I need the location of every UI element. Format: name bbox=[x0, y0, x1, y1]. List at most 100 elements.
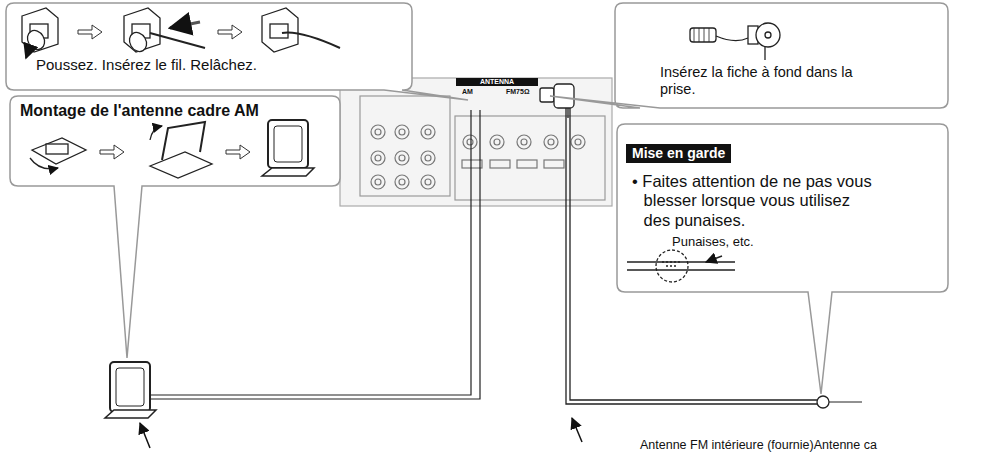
loop-assembly-icon bbox=[30, 138, 86, 169]
fm-cable-part bbox=[817, 396, 829, 408]
caution-callout: Mise en garde• Faites attention de ne pa… bbox=[620, 128, 944, 288]
fm-plug-icon bbox=[690, 23, 780, 60]
fm-plug-icon-part bbox=[716, 36, 748, 41]
pointer-arrow bbox=[572, 418, 582, 442]
receiver-panel-part-part bbox=[399, 155, 405, 161]
am-loop-antenna bbox=[105, 362, 156, 418]
terminal-icon-part bbox=[282, 33, 340, 48]
receiver-panel-part bbox=[371, 125, 585, 189]
thumbtack-icon-part bbox=[706, 256, 722, 262]
callout-bubble-part bbox=[617, 124, 948, 394]
step-arrow bbox=[100, 145, 124, 159]
terminal-label: FM75Ω bbox=[506, 88, 538, 96]
receiver-panel-part-part bbox=[425, 129, 431, 135]
terminal-icon-part bbox=[270, 24, 288, 38]
receiver-panel-part-part bbox=[490, 160, 510, 168]
fm-plug-icon-part bbox=[756, 23, 780, 47]
terminal-icon-part bbox=[24, 27, 48, 52]
callout-bubble-part bbox=[6, 3, 468, 100]
receiver-panel-part-part bbox=[371, 151, 385, 165]
loop-assembly-icon bbox=[150, 122, 212, 178]
receiver-panel-part-part bbox=[517, 135, 531, 149]
receiver-panel-part-part bbox=[399, 179, 405, 185]
receiver-panel-part-part bbox=[371, 175, 385, 189]
receiver-panel-part-part bbox=[395, 125, 409, 139]
terminal-icon-part bbox=[262, 8, 298, 52]
receiver-panel-part-part bbox=[395, 151, 409, 165]
receiver-panel-part-part bbox=[375, 129, 381, 135]
caution-heading: Mise en garde bbox=[626, 144, 731, 163]
terminal-icon-part bbox=[150, 33, 205, 48]
callout-bubble-part bbox=[10, 96, 340, 358]
receiver-panel-part bbox=[340, 78, 612, 206]
fm-plug-icon-part bbox=[764, 47, 765, 60]
receiver-panel-part-part bbox=[548, 139, 554, 145]
callout-box: Insérez la fiche à fond dans la prise. bbox=[620, 60, 940, 104]
fm-plug-part bbox=[540, 88, 554, 102]
receiver-panel-part bbox=[360, 96, 450, 196]
instruction-text: Poussez. Insérez le fil. Relâchez. bbox=[36, 56, 396, 74]
terminal-icon-part bbox=[126, 29, 150, 54]
thumbtack-icon-part bbox=[627, 262, 735, 270]
fm-plug-icon-part bbox=[765, 32, 771, 38]
receiver-panel-part-part bbox=[421, 175, 435, 189]
fm-plug-part bbox=[567, 108, 568, 118]
thumbtack-icon-part bbox=[662, 262, 682, 266]
receiver-panel-part-part bbox=[462, 160, 482, 168]
callout-box: Montage de l'antenne cadre AM bbox=[14, 100, 336, 122]
receiver-panel-part-part bbox=[425, 155, 431, 161]
terminal-icon-part bbox=[26, 47, 30, 58]
am-loop-antenna-part bbox=[116, 368, 144, 406]
fm-plug-icon-part bbox=[690, 28, 716, 42]
loop-assembly-icon-part bbox=[274, 126, 302, 162]
fm-plug-icon-part bbox=[694, 28, 709, 42]
fm-plug bbox=[540, 84, 574, 118]
receiver-panel-part-part bbox=[375, 179, 381, 185]
fm-cable-part bbox=[829, 402, 862, 403]
panel-label: ANTENNA bbox=[456, 78, 538, 86]
receiver-panel-part-part bbox=[425, 179, 431, 185]
callout-bubble-part bbox=[550, 3, 948, 108]
receiver-panel-part-part bbox=[421, 151, 435, 165]
am-loop-antenna-part bbox=[110, 362, 150, 412]
loop-assembly-icon-part bbox=[268, 120, 308, 168]
receiver-panel-part-part bbox=[399, 129, 405, 135]
receiver-panel-part bbox=[455, 116, 605, 200]
receiver-panel-part-part bbox=[494, 139, 500, 145]
loop-assembly-icon-part bbox=[150, 126, 162, 140]
loop-assembly-icon-part bbox=[162, 122, 205, 160]
pointer-arrow bbox=[140, 423, 150, 448]
terminal-icon bbox=[124, 8, 205, 55]
step-arrow bbox=[78, 25, 102, 39]
callout-bubble bbox=[6, 3, 948, 394]
receiver-panel bbox=[340, 78, 612, 206]
receiver-panel-part-part bbox=[421, 125, 435, 139]
receiver-panel-part-part bbox=[490, 135, 504, 149]
receiver-panel-part-part bbox=[521, 139, 527, 145]
terminal-icon-part bbox=[22, 8, 58, 52]
step-arrow bbox=[226, 145, 250, 159]
receiver-panel-part-part bbox=[467, 139, 473, 145]
loop-assembly-icon-part bbox=[46, 144, 68, 154]
receiver-panel-part-part bbox=[371, 125, 385, 139]
receiver-panel-part-part bbox=[517, 160, 537, 168]
receiver-panel-part-part bbox=[395, 175, 409, 189]
part-label: Antenne FM intérieure (fournie)Antenne c… bbox=[640, 438, 877, 453]
loop-assembly-icon-part bbox=[32, 138, 86, 164]
am-loop-antenna-part bbox=[105, 410, 156, 418]
receiver-panel-part-part bbox=[571, 135, 585, 149]
receiver-panel-part-part bbox=[544, 135, 558, 149]
terminal-icon-part bbox=[170, 22, 200, 28]
terminal-icon bbox=[262, 8, 340, 52]
part-label: Punaises, etc. bbox=[672, 234, 812, 249]
callout-box: Poussez. Insérez le fil. Relâchez. bbox=[10, 50, 406, 84]
receiver-panel-part-part bbox=[375, 155, 381, 161]
receiver-panel-part-part bbox=[575, 139, 581, 145]
terminal-icon bbox=[22, 8, 58, 58]
terminal-label: AM bbox=[462, 88, 492, 96]
thumbtack-icon-part bbox=[656, 250, 688, 282]
instruction-text: Insérez la fiche à fond dans la prise. bbox=[660, 64, 860, 98]
loop-assembly-icon-part bbox=[150, 152, 212, 178]
receiver-panel-part-part bbox=[463, 135, 477, 149]
